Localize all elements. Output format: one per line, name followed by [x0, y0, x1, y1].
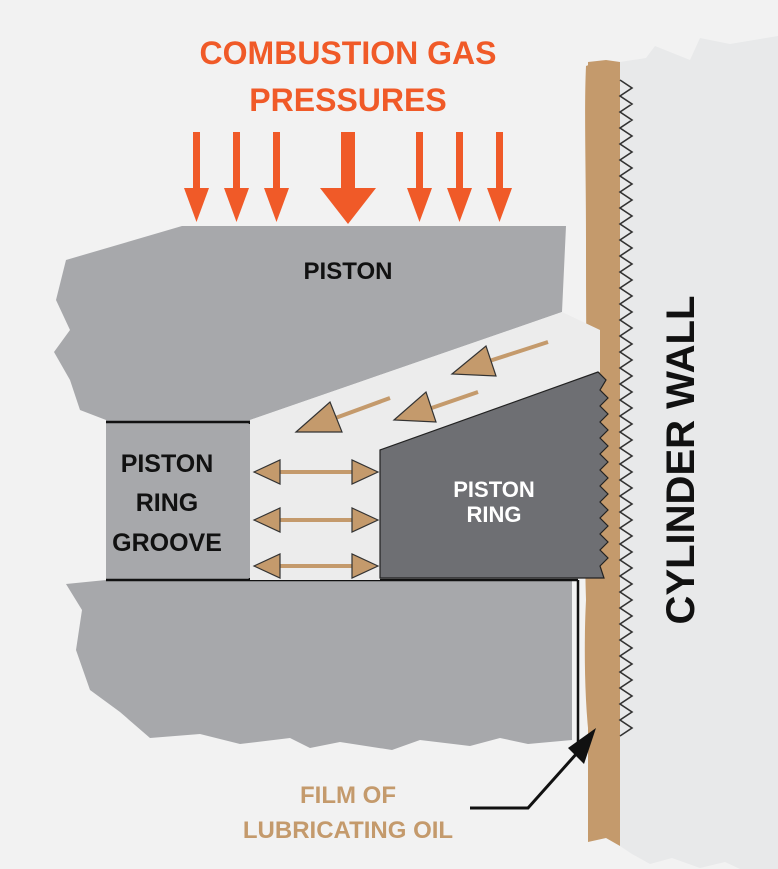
gas-flow-arrow: [392, 390, 479, 423]
gas-passage: [250, 312, 600, 580]
title-line-1: COMBUSTION GAS: [200, 35, 497, 71]
ring-label-line-2: RING: [467, 502, 522, 527]
piston-ring: [379, 371, 609, 579]
cylinder-wall-label: CYLINDER WALL: [659, 296, 703, 625]
groove-label-line-1: PISTON: [121, 450, 214, 478]
oil-callout-line: [470, 751, 580, 810]
gas-flow-arrow-horizontal: [252, 507, 380, 533]
ring-label-line-1: PISTON: [453, 477, 535, 502]
gas-flow-arrow: [294, 396, 391, 433]
cylinder-wall-surface: [618, 79, 634, 737]
pressure-arrow: [224, 132, 249, 222]
oil-callout-arrowhead: [568, 728, 596, 764]
pressure-arrow: [264, 132, 289, 222]
piston-body: [54, 226, 572, 750]
pressure-arrow: [184, 132, 209, 222]
gas-flow-arrow-horizontal: [252, 459, 380, 485]
gas-flow-arrows: [252, 340, 549, 579]
gas-flow-arrow: [450, 340, 549, 377]
pressure-arrows: [184, 132, 512, 224]
gas-flow-arrow-horizontal: [252, 553, 380, 579]
groove-label-line-3: GROOVE: [112, 529, 222, 557]
pressure-arrow: [447, 132, 472, 222]
title-line-2: PRESSURES: [249, 82, 446, 118]
pressure-arrow-large: [320, 132, 376, 224]
oil-label-line-1: FILM OF: [300, 782, 396, 809]
piston-label: PISTON: [304, 258, 393, 285]
piston-ring-groove: [106, 424, 250, 578]
pressure-arrow: [407, 132, 432, 222]
groove-label-line-2: RING: [136, 489, 199, 517]
oil-label-line-2: LUBRICATING OIL: [243, 817, 453, 844]
pressure-arrow: [487, 132, 512, 222]
